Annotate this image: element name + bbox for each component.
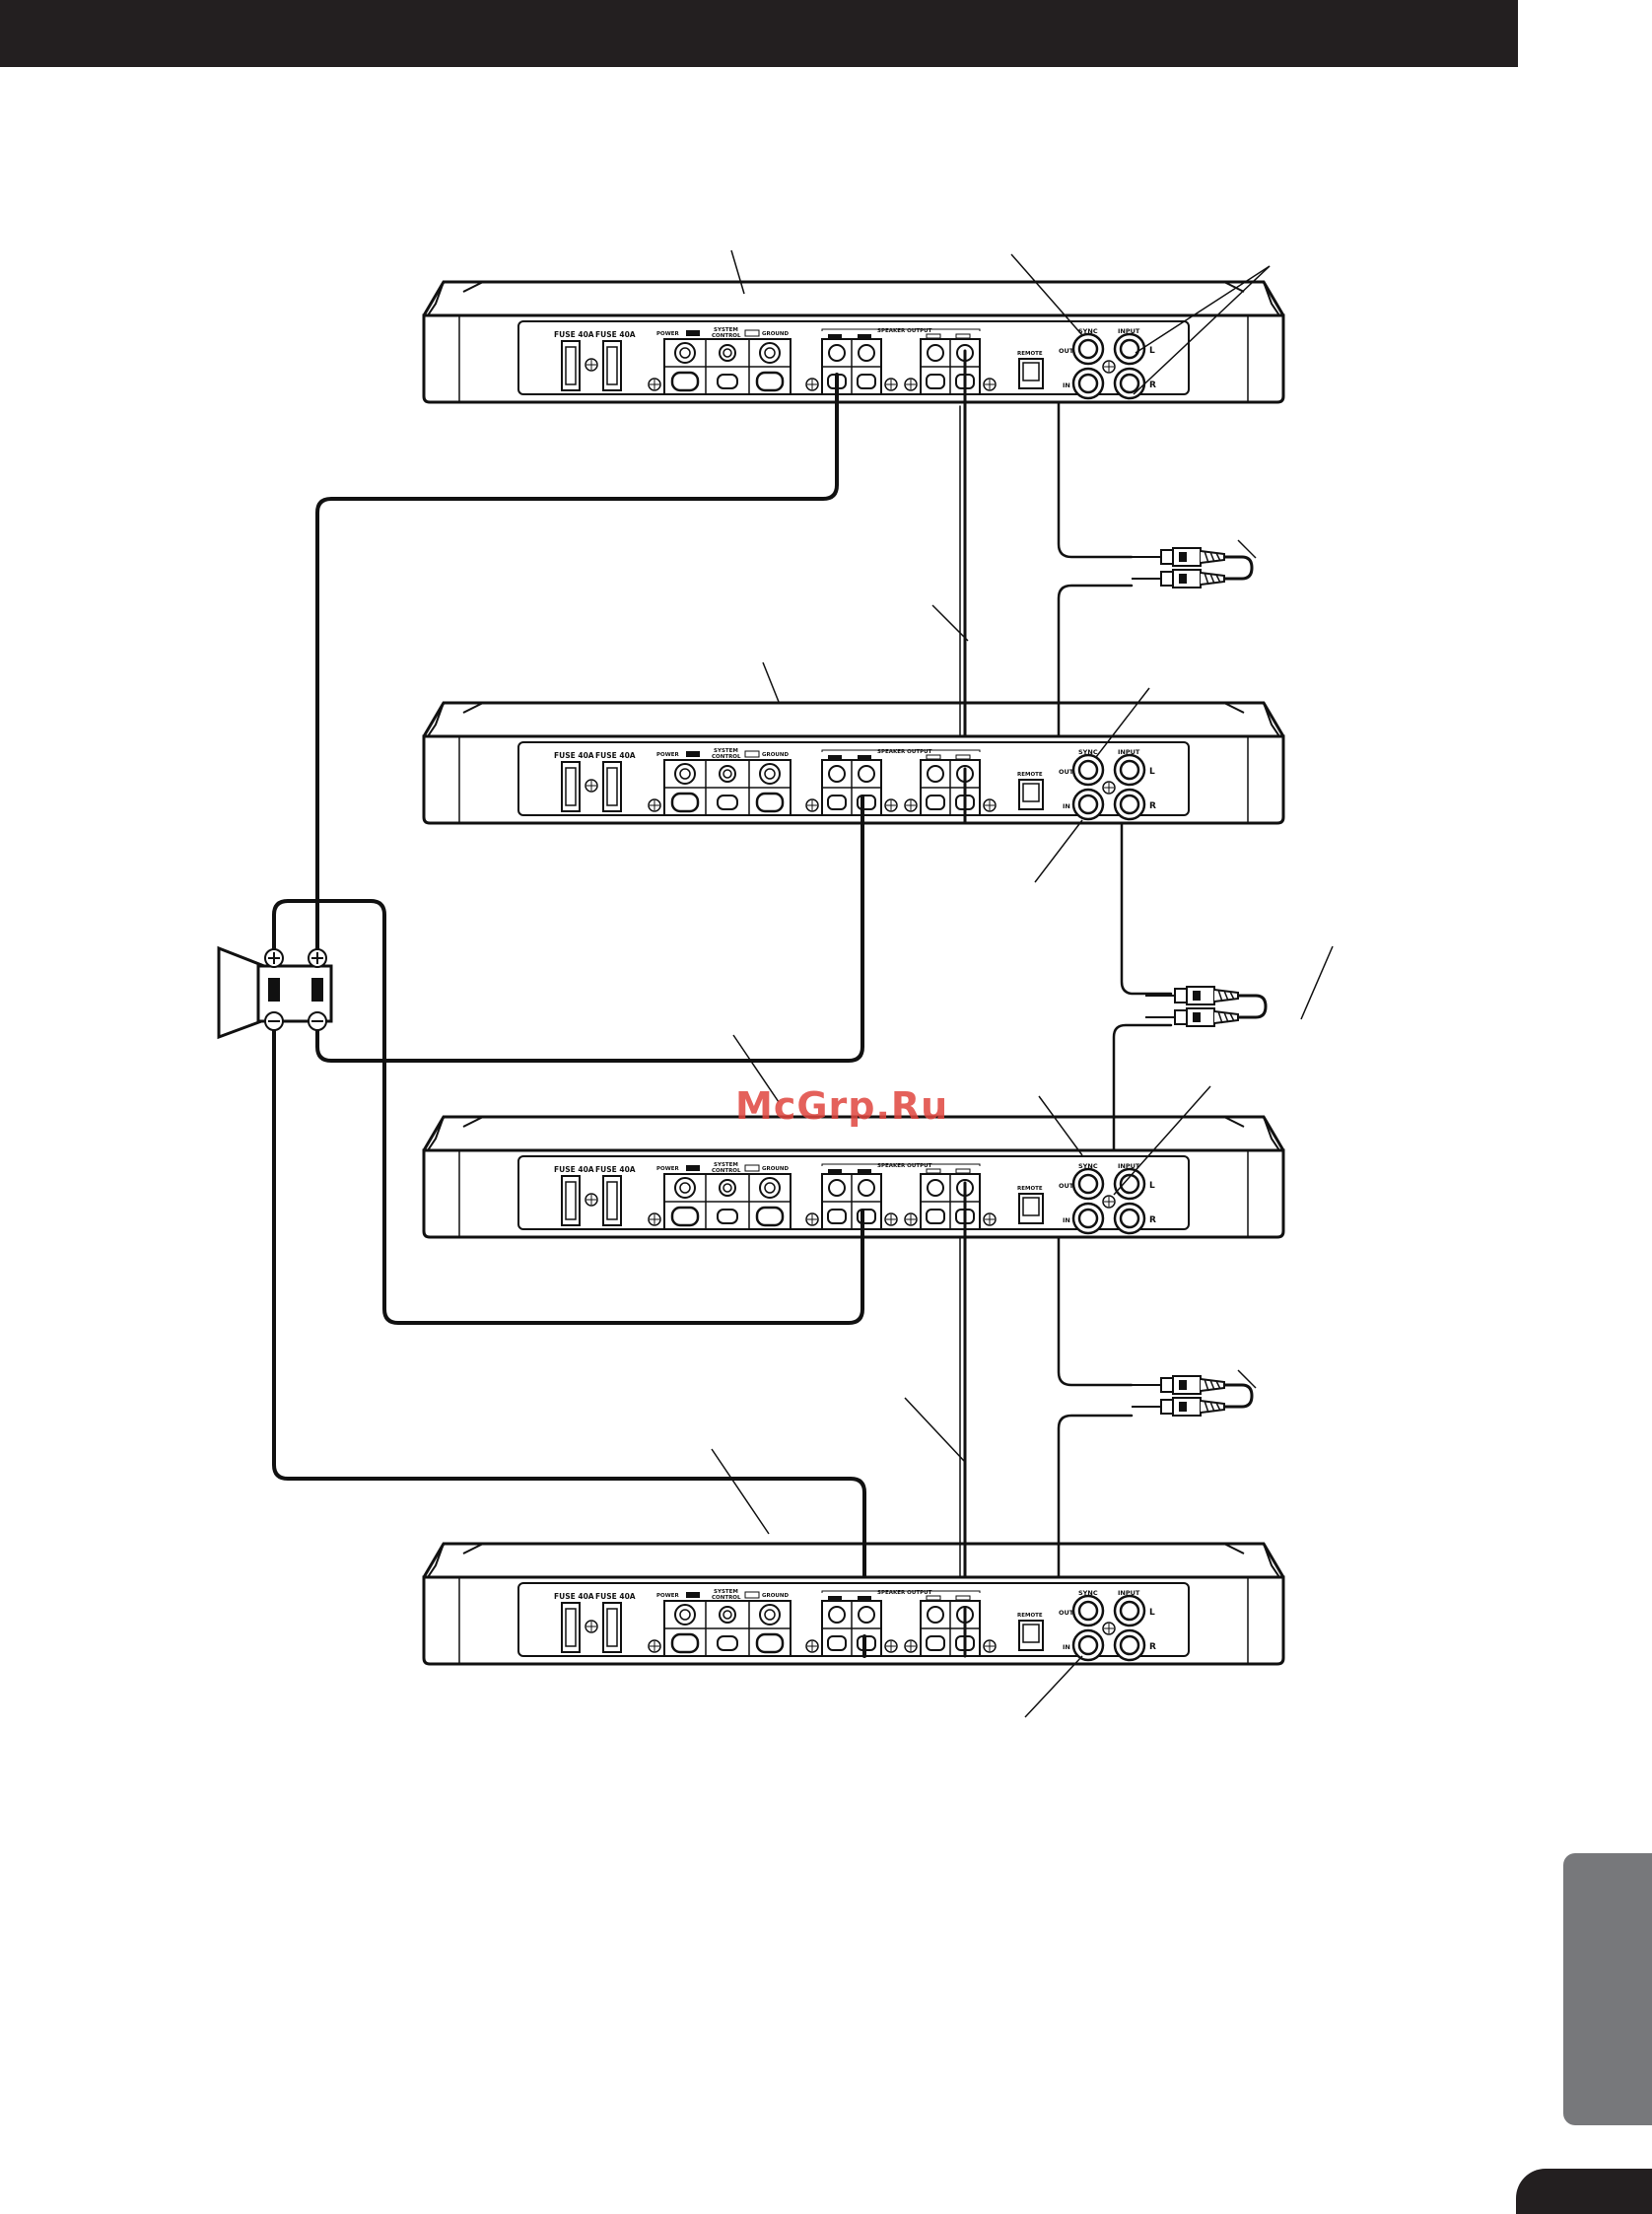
speaker-output-label: SPEAKER OUTPUT xyxy=(877,328,932,334)
system-label: SYSTEM xyxy=(714,748,738,754)
input-l-label: L xyxy=(1149,767,1155,777)
speaker-output-label: SPEAKER OUTPUT xyxy=(877,1163,932,1169)
remote-label: REMOTE xyxy=(1017,1613,1043,1619)
input-label: INPUT xyxy=(1118,327,1140,335)
input-l-label: L xyxy=(1149,346,1155,356)
fuse-label-2: FUSE 40A xyxy=(595,1165,636,1174)
system-label: SYSTEM xyxy=(714,1589,738,1595)
speaker-output-label: SPEAKER OUTPUT xyxy=(877,749,932,755)
sync-in-label: IN xyxy=(1063,1643,1070,1651)
power-label: POWER xyxy=(656,1166,680,1172)
speaker-output-label: SPEAKER OUTPUT xyxy=(877,1590,932,1596)
sync-out-label: OUT xyxy=(1059,347,1074,355)
sync-label: SYNC xyxy=(1078,1589,1098,1597)
power-label: POWER xyxy=(656,331,680,337)
sync-in-label: IN xyxy=(1063,381,1070,389)
sync-out-label: OUT xyxy=(1059,1182,1074,1190)
fuse-label-2: FUSE 40A xyxy=(595,751,636,760)
input-label: INPUT xyxy=(1118,748,1140,756)
rca-cable-3 xyxy=(1130,1374,1254,1418)
minus-icon xyxy=(308,1011,327,1031)
sync-label: SYNC xyxy=(1078,748,1098,756)
sync-label: SYNC xyxy=(1078,1162,1098,1170)
rca-cable-1 xyxy=(1130,546,1254,589)
control-label: CONTROL xyxy=(712,1168,741,1174)
control-label: CONTROL xyxy=(712,333,741,339)
remote-label: REMOTE xyxy=(1017,1186,1043,1192)
control-label: CONTROL xyxy=(712,1595,741,1601)
page-header-bar xyxy=(0,0,1518,67)
input-l-label: L xyxy=(1149,1181,1155,1191)
fuse-label-1: FUSE 40A xyxy=(554,330,594,339)
rca-sync-cables xyxy=(1057,359,1173,1636)
amp-3-panel-text: FUSE 40A FUSE 40A POWER SYSTEM CONTROL G… xyxy=(554,1162,1156,1225)
watermark-text: McGrp.Ru xyxy=(735,1084,949,1128)
system-label: SYSTEM xyxy=(714,1162,738,1168)
minus-icon xyxy=(264,1011,284,1031)
fuse-label-1: FUSE 40A xyxy=(554,1592,594,1601)
input-label: INPUT xyxy=(1118,1589,1140,1597)
input-l-label: L xyxy=(1149,1608,1155,1618)
ground-label: GROUND xyxy=(762,1166,789,1172)
speaker xyxy=(217,945,333,1040)
page-number-badge xyxy=(1516,2169,1652,2214)
terminal-wire-overlays xyxy=(835,373,866,1658)
ground-label: GROUND xyxy=(762,752,789,758)
power-label: POWER xyxy=(656,1593,680,1599)
sync-in-label: IN xyxy=(1063,1216,1070,1224)
bridge-wires xyxy=(959,404,967,1658)
amp-1-panel-text: FUSE 40A FUSE 40A POWER SYSTEM CONTROL G… xyxy=(554,327,1156,390)
speaker-wires xyxy=(272,404,866,1658)
amp-4-panel-text: FUSE 40A FUSE 40A POWER SYSTEM CONTROL G… xyxy=(554,1589,1156,1652)
remote-label: REMOTE xyxy=(1017,351,1043,357)
fuse-label-1: FUSE 40A xyxy=(554,1165,594,1174)
callout-leader-lines xyxy=(711,249,1334,1718)
remote-label: REMOTE xyxy=(1017,772,1043,778)
input-r-label: R xyxy=(1149,1642,1156,1652)
plus-icon xyxy=(264,948,284,968)
sync-label: SYNC xyxy=(1078,327,1098,335)
control-label: CONTROL xyxy=(712,754,741,760)
input-r-label: R xyxy=(1149,801,1156,811)
fuse-label-2: FUSE 40A xyxy=(595,1592,636,1601)
ground-label: GROUND xyxy=(762,1593,789,1599)
input-r-label: R xyxy=(1149,381,1156,390)
section-side-tab xyxy=(1563,1853,1652,2125)
input-r-label: R xyxy=(1149,1215,1156,1225)
sync-out-label: OUT xyxy=(1059,768,1074,776)
fuse-label-2: FUSE 40A xyxy=(595,330,636,339)
plus-icon xyxy=(308,948,327,968)
sync-out-label: OUT xyxy=(1059,1609,1074,1617)
input-label: INPUT xyxy=(1118,1162,1140,1170)
ground-label: GROUND xyxy=(762,331,789,337)
power-label: POWER xyxy=(656,752,680,758)
amp-2-panel-text: FUSE 40A FUSE 40A POWER SYSTEM CONTROL G… xyxy=(554,748,1156,811)
sync-in-label: IN xyxy=(1063,802,1070,810)
system-label: SYSTEM xyxy=(714,327,738,333)
fuse-label-1: FUSE 40A xyxy=(554,751,594,760)
